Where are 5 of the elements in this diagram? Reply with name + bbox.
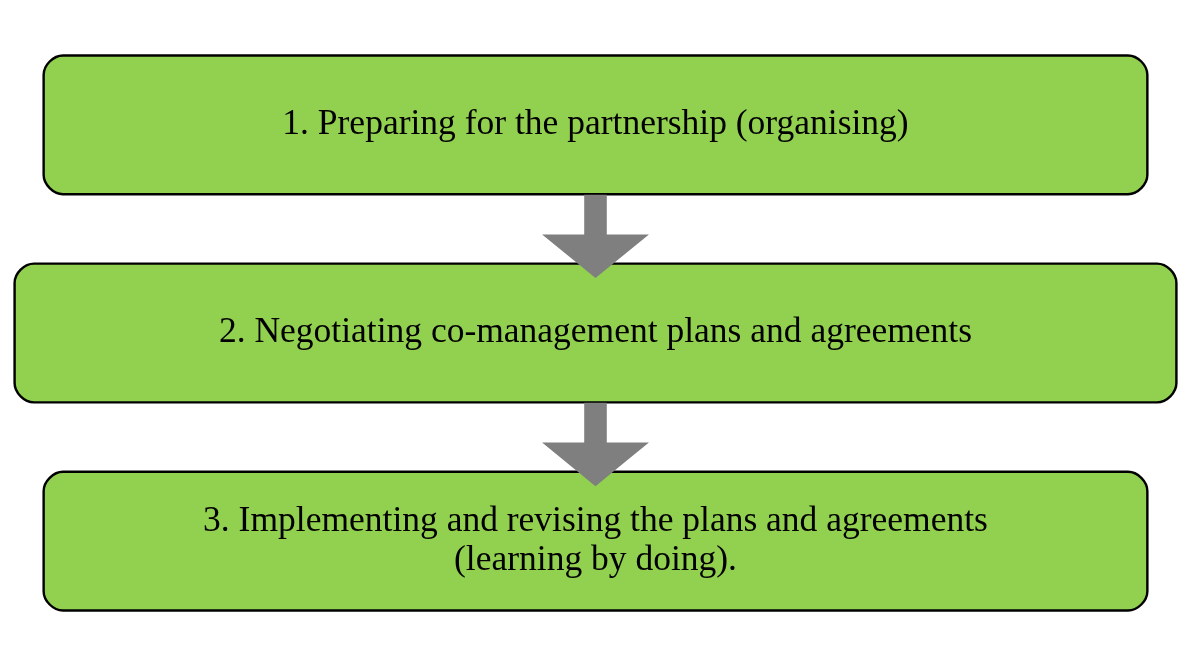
node-box: 1. Preparing for the partnership (organising) [42, 54, 1149, 196]
arrow [542, 194, 649, 279]
node-box: 2. Negotiating co-management plans and agreements [13, 262, 1178, 404]
arrow [542, 402, 649, 487]
node-box: 3. Implementing and revising the plans and agreements (learning by doing). [42, 470, 1149, 612]
